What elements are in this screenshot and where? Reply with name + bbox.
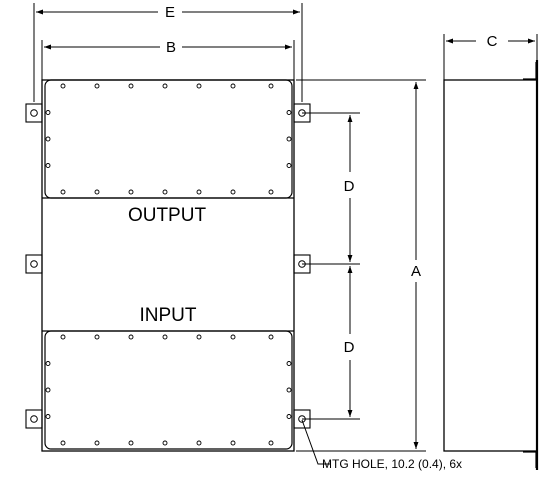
cover-screw-hole bbox=[230, 83, 236, 89]
cover-screw-hole bbox=[60, 440, 66, 446]
output-cover-screws bbox=[45, 83, 292, 195]
dimension-d bbox=[302, 112, 360, 420]
mounting-tab-top-left bbox=[25, 103, 43, 123]
side-view bbox=[443, 60, 539, 470]
dimension-d-lower-label: D bbox=[344, 339, 355, 356]
cover-screw-hole bbox=[196, 189, 202, 195]
cover-screw-hole bbox=[94, 189, 100, 195]
dimension-e bbox=[33, 3, 303, 102]
cover-screw-hole bbox=[45, 361, 51, 366]
mounting-tab-bottom-left bbox=[25, 409, 43, 429]
cover-screw-hole bbox=[286, 136, 292, 142]
front-view bbox=[25, 79, 311, 452]
cover-screw-hole bbox=[94, 83, 100, 89]
cover-screw-hole bbox=[230, 334, 236, 340]
input-cover-screws bbox=[45, 334, 292, 446]
cover-screw-hole bbox=[128, 440, 134, 446]
mounting-tab-middle-left bbox=[25, 254, 43, 274]
dimension-a-label: A bbox=[411, 263, 421, 280]
cover-screw-hole bbox=[286, 110, 292, 115]
cover-screw-hole bbox=[94, 334, 100, 340]
cover-screw-hole bbox=[60, 83, 66, 89]
cover-screw-hole bbox=[162, 334, 168, 340]
cover-screw-hole bbox=[45, 136, 51, 142]
cover-screw-hole bbox=[60, 334, 66, 340]
cover-screw-hole bbox=[45, 163, 51, 168]
enclosure-body bbox=[41, 79, 295, 452]
cover-screw-hole bbox=[230, 189, 236, 195]
dimension-a bbox=[296, 79, 426, 452]
cover-screw-hole bbox=[128, 83, 134, 89]
cover-screw-hole bbox=[162, 83, 168, 89]
dimension-e-label: E bbox=[165, 4, 175, 21]
cover-screw-hole bbox=[286, 414, 292, 419]
output-label: OUTPUT bbox=[128, 205, 207, 226]
cover-screw-hole bbox=[94, 440, 100, 446]
cover-screw-hole bbox=[230, 440, 236, 446]
cover-screw-hole bbox=[196, 83, 202, 89]
cover-screw-hole bbox=[45, 110, 51, 115]
cover-screw-hole bbox=[286, 163, 292, 168]
cover-screw-hole bbox=[268, 189, 274, 195]
cover-screw-hole bbox=[268, 334, 274, 340]
cover-screw-hole bbox=[196, 334, 202, 340]
dimension-b-label: B bbox=[166, 39, 176, 56]
mounting-hole-callout: MTG HOLE, 10.2 (0.4), 6x bbox=[322, 457, 462, 471]
cover-screw-hole bbox=[128, 334, 134, 340]
cover-screw-hole bbox=[268, 440, 274, 446]
dimension-c-label: C bbox=[487, 33, 498, 50]
cover-screw-hole bbox=[268, 83, 274, 89]
cover-screw-hole bbox=[196, 440, 202, 446]
cover-screw-hole bbox=[45, 414, 51, 419]
cover-screw-hole bbox=[162, 189, 168, 195]
dimension-b bbox=[41, 40, 295, 80]
cover-screw-hole bbox=[286, 387, 292, 393]
side-view-body bbox=[443, 79, 538, 452]
input-label: INPUT bbox=[140, 305, 197, 326]
cover-screw-hole bbox=[128, 189, 134, 195]
output-cover-panel bbox=[44, 79, 293, 199]
mounting-hole-leader bbox=[301, 419, 330, 465]
input-cover-panel bbox=[44, 330, 293, 450]
dimension-c bbox=[443, 34, 538, 80]
cover-screw-hole bbox=[60, 189, 66, 195]
cover-screw-hole bbox=[286, 361, 292, 366]
cover-screw-hole bbox=[45, 387, 51, 393]
cover-screw-hole bbox=[162, 440, 168, 446]
dimension-d-upper-label: D bbox=[344, 178, 355, 195]
